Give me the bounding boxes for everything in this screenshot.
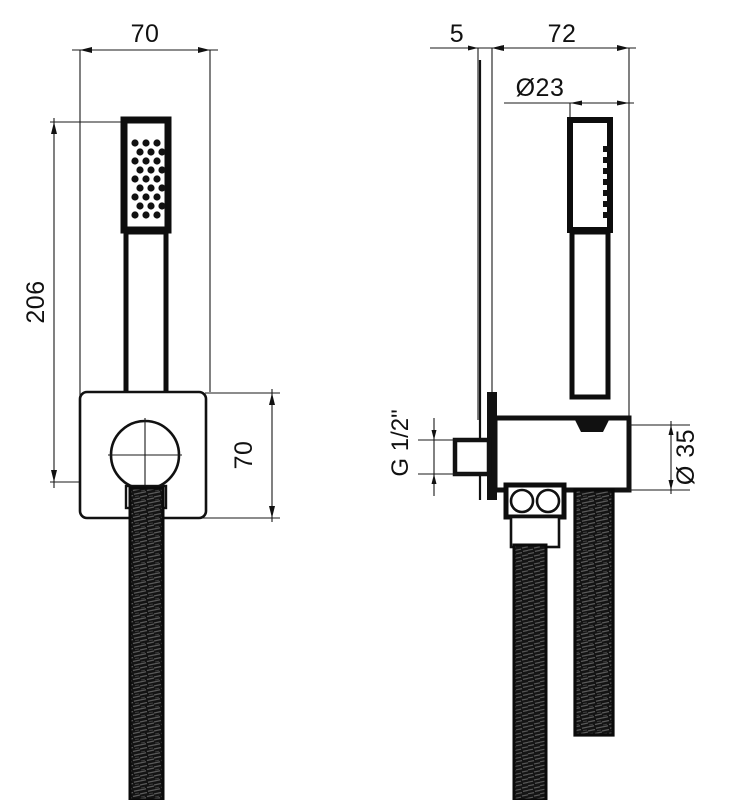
side-view: 5 72 Ø23 G 1/2" Ø 35 (387, 20, 700, 800)
spray-edge-teeth (603, 146, 610, 218)
g-thread-inlet (452, 437, 492, 477)
valve-body (492, 415, 632, 493)
dim-label-thread-g12: G 1/2" (387, 409, 414, 476)
dimension-thread-g12 (418, 418, 470, 496)
dim-label-height-206: 206 (22, 280, 50, 323)
hand-shower-handle-side (569, 229, 611, 400)
hand-shower-handle (123, 229, 169, 400)
dimension-wall-5 (430, 45, 502, 420)
dimension-diameter-35 (629, 421, 690, 494)
spray-holes (131, 139, 166, 219)
front-view: 70 206 70 (22, 20, 280, 800)
outlet-elbow-circle (108, 418, 182, 492)
dim-label-diameter-23: Ø23 (516, 74, 565, 102)
flexible-hose-side (573, 488, 615, 737)
flange-plate (487, 392, 497, 500)
dim-label-diameter-35: Ø 35 (672, 429, 700, 485)
hex-nut (503, 482, 567, 549)
dim-label-plate-70: 70 (230, 441, 258, 470)
dim-label-wall-5: 5 (450, 20, 464, 48)
dim-label-width-70: 70 (131, 20, 160, 48)
supply-hose-side (512, 543, 548, 800)
hand-shower-head (120, 116, 172, 234)
flexible-hose (128, 486, 165, 800)
dimension-depth-72 (492, 45, 636, 418)
dim-label-depth-72: 72 (548, 20, 577, 48)
hand-shower-head-side (567, 117, 613, 233)
